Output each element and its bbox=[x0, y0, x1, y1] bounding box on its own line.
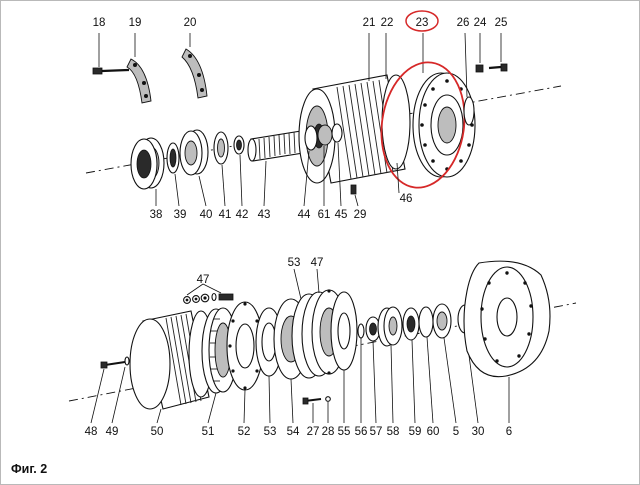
part-6-housing bbox=[463, 260, 551, 423]
labels-middle: 38 39 40 41 42 43 44 61 45 29 46 bbox=[150, 193, 413, 221]
figure-caption: Фиг. 2 bbox=[11, 462, 47, 476]
label-27: 27 bbox=[307, 426, 320, 438]
label-6: 6 bbox=[506, 426, 512, 438]
part-5-bearing bbox=[432, 303, 457, 424]
label-29: 29 bbox=[354, 209, 367, 221]
leader-46 bbox=[396, 162, 400, 194]
label-28: 28 bbox=[322, 426, 335, 438]
part-26-ring bbox=[463, 32, 475, 126]
part-25-bolt bbox=[488, 33, 508, 72]
part-21-housing bbox=[298, 33, 411, 184]
label-51: 51 bbox=[202, 426, 215, 438]
labels-top: 18 19 20 21 22 23 26 24 25 bbox=[93, 17, 508, 29]
label-21: 21 bbox=[363, 17, 376, 29]
part-39-ring bbox=[166, 142, 180, 207]
part-19-segment bbox=[126, 33, 152, 104]
label-52: 52 bbox=[238, 426, 251, 438]
part-28-pin bbox=[325, 396, 331, 423]
label-58: 58 bbox=[387, 426, 400, 438]
part-48-bolt bbox=[90, 361, 126, 424]
label-43: 43 bbox=[258, 209, 271, 221]
label-60: 60 bbox=[427, 426, 440, 438]
label-19: 19 bbox=[129, 17, 142, 29]
label-38: 38 bbox=[150, 209, 163, 221]
part-43-shaft bbox=[247, 130, 304, 207]
highlight-circle-label-23 bbox=[405, 10, 439, 32]
part-52-plate bbox=[226, 301, 264, 424]
part-56-ring bbox=[357, 323, 365, 423]
label-46: 46 bbox=[400, 193, 413, 205]
part-23-flange bbox=[412, 33, 476, 178]
label-30: 30 bbox=[472, 426, 485, 438]
labels-lower-upper: 47 53 47 bbox=[197, 257, 324, 286]
label-61: 61 bbox=[318, 209, 331, 221]
part-42-ring bbox=[233, 135, 245, 207]
label-25: 25 bbox=[495, 17, 508, 29]
label-44: 44 bbox=[298, 209, 311, 221]
label-22: 22 bbox=[381, 17, 394, 29]
label-57: 57 bbox=[370, 426, 383, 438]
label-26: 26 bbox=[457, 17, 470, 29]
label-48: 48 bbox=[85, 426, 98, 438]
label-56: 56 bbox=[355, 426, 368, 438]
part-55-plate bbox=[330, 291, 358, 423]
labels-bottom: 48 49 50 51 52 53 54 27 28 55 56 57 58 5… bbox=[85, 426, 513, 438]
part-20-segment bbox=[181, 33, 208, 99]
label-42: 42 bbox=[236, 209, 249, 221]
part-41-ring bbox=[213, 131, 229, 207]
part-58-gear bbox=[377, 306, 403, 424]
label-53: 53 bbox=[264, 426, 277, 438]
label-40: 40 bbox=[200, 209, 213, 221]
part-47-bolt-set bbox=[183, 283, 234, 304]
part-27-bolt bbox=[302, 397, 322, 423]
part-38-bearing bbox=[130, 137, 165, 206]
label-59: 59 bbox=[409, 426, 422, 438]
part-59-bearing bbox=[402, 307, 420, 424]
label-41: 41 bbox=[219, 209, 232, 221]
part-40-bearing bbox=[179, 129, 209, 207]
part-29-pin bbox=[350, 184, 359, 207]
label-39: 39 bbox=[174, 209, 187, 221]
label-20: 20 bbox=[184, 17, 197, 29]
part-50-cover bbox=[129, 310, 214, 424]
label-47-upper: 47 bbox=[311, 257, 324, 269]
highlight-ring-flange bbox=[380, 61, 466, 189]
label-47-bolts: 47 bbox=[197, 274, 210, 286]
label-55: 55 bbox=[338, 426, 351, 438]
label-53-upper: 53 bbox=[288, 257, 301, 269]
label-54: 54 bbox=[287, 426, 300, 438]
part-57-bearing bbox=[365, 316, 381, 424]
part-49-washer bbox=[111, 356, 130, 424]
label-50: 50 bbox=[151, 426, 164, 438]
label-18: 18 bbox=[93, 17, 106, 29]
label-24: 24 bbox=[474, 17, 487, 29]
label-45: 45 bbox=[335, 209, 348, 221]
part-60-ring bbox=[418, 306, 434, 424]
part-45-washer bbox=[331, 123, 343, 207]
part-18-bolt bbox=[92, 33, 130, 75]
label-23: 23 bbox=[416, 17, 429, 29]
label-49: 49 bbox=[106, 426, 119, 438]
part-44-ring bbox=[303, 125, 318, 207]
part-61-bearing bbox=[317, 124, 333, 206]
part-24-nut bbox=[475, 33, 484, 73]
label-5: 5 bbox=[453, 426, 459, 438]
